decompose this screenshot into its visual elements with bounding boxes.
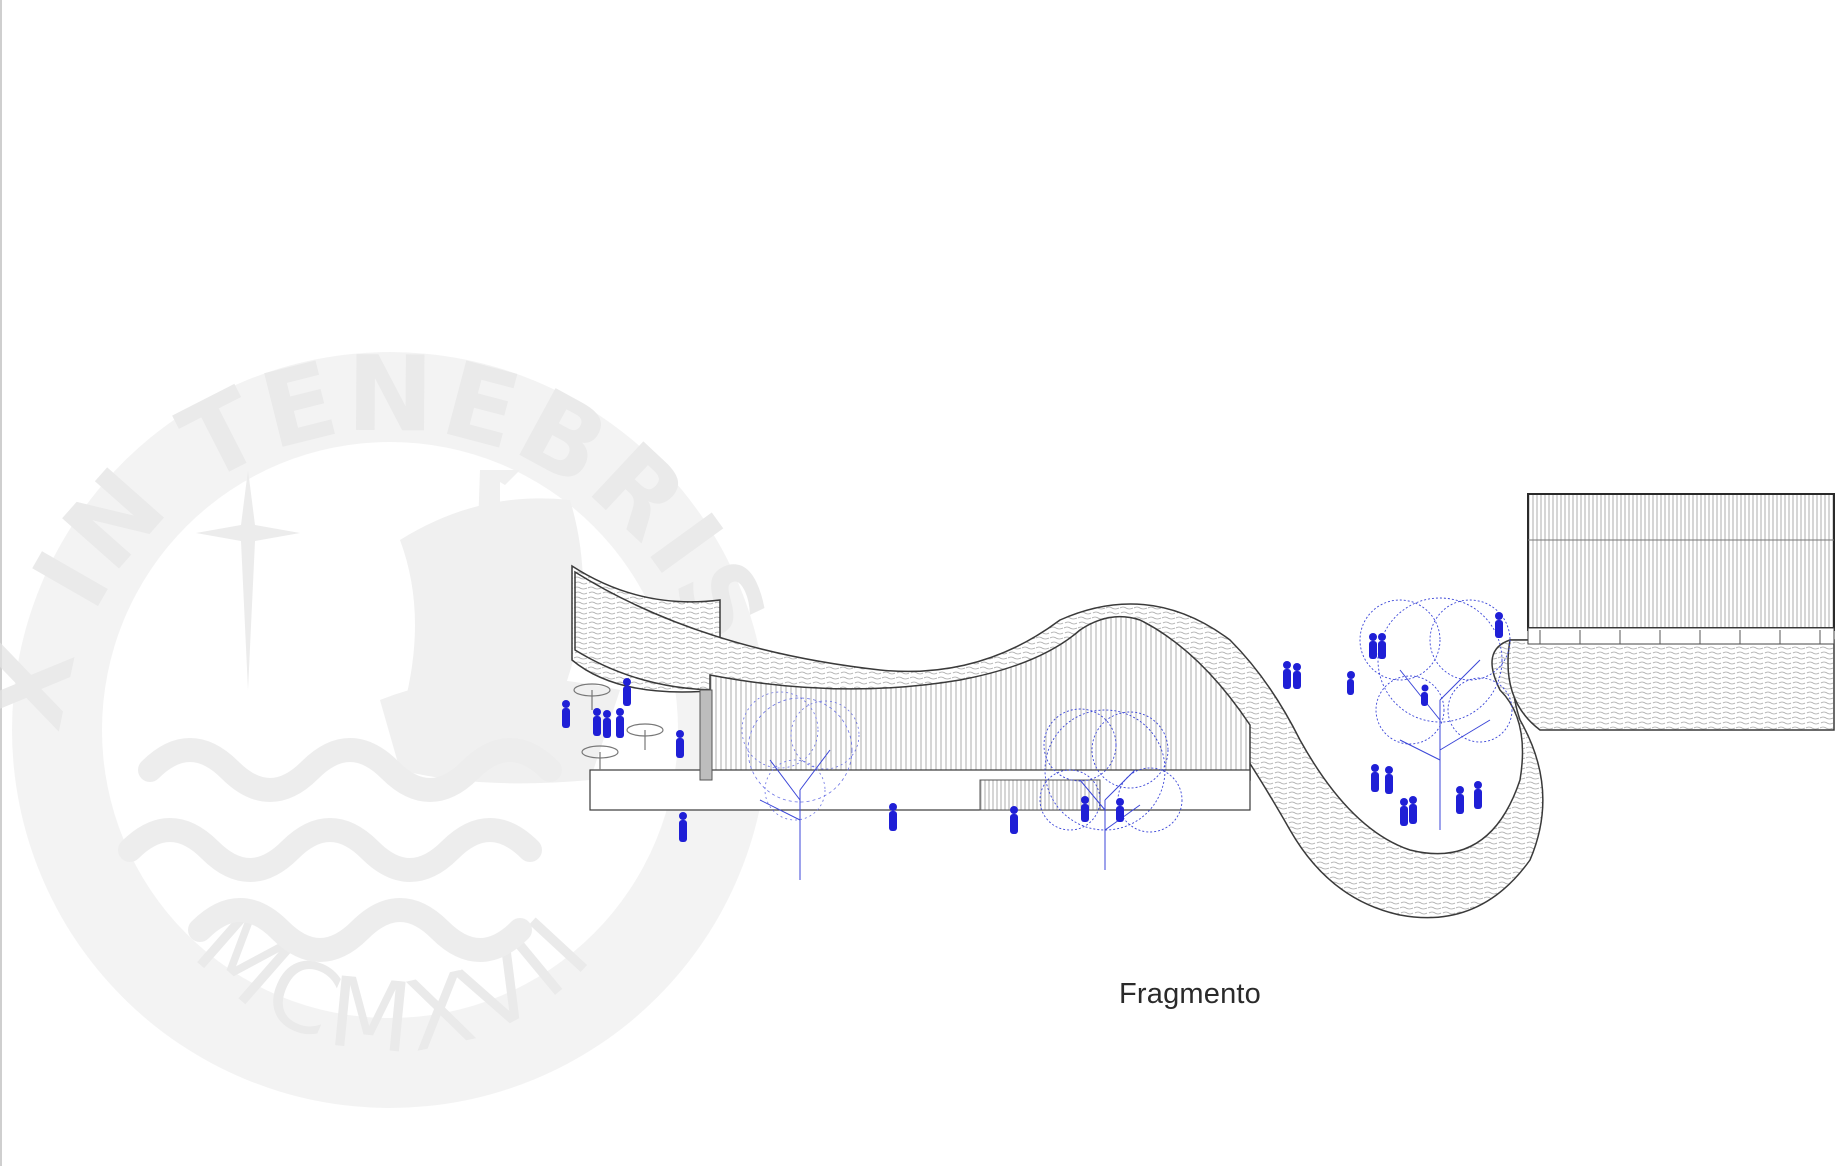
curved-building-facade <box>589 615 1251 811</box>
star-icon <box>196 470 300 690</box>
person-figure <box>1456 786 1464 814</box>
page-edge-rule <box>0 0 2 1166</box>
people-figures <box>562 612 1503 842</box>
tree-right <box>1359 597 1513 830</box>
person-figure <box>676 730 684 758</box>
person-figure <box>603 710 611 738</box>
tree-left <box>741 691 860 880</box>
person-figure <box>1409 796 1417 824</box>
cafe-tables <box>573 683 664 770</box>
person-figure <box>1385 766 1393 794</box>
ship-icon <box>380 470 620 784</box>
right-block-building <box>1527 493 1835 645</box>
person-figure <box>889 803 897 831</box>
university-seal-watermark: ET LUX IN TENEBRIS LUCET MCMXVII <box>0 0 814 1108</box>
person-figure <box>1474 781 1482 809</box>
person-figure <box>562 700 570 728</box>
person-figure <box>1400 798 1408 826</box>
person-figure <box>593 708 601 736</box>
person-figure <box>1495 612 1503 638</box>
person-figure <box>1421 684 1429 706</box>
person-figure <box>1378 633 1386 659</box>
person-figure <box>1010 806 1018 834</box>
person-figure <box>1081 796 1089 822</box>
person-figure <box>1283 661 1291 689</box>
person-figure <box>679 812 687 842</box>
person-figure <box>1347 671 1355 695</box>
person-figure <box>1116 798 1124 822</box>
person-figure <box>616 708 624 738</box>
person-figure <box>1293 663 1301 689</box>
drawing-caption: Fragmento <box>1118 978 1262 1010</box>
person-figure <box>623 678 631 706</box>
waves-icon <box>118 738 562 962</box>
person-figure <box>1369 633 1377 659</box>
person-figure <box>1371 764 1379 792</box>
